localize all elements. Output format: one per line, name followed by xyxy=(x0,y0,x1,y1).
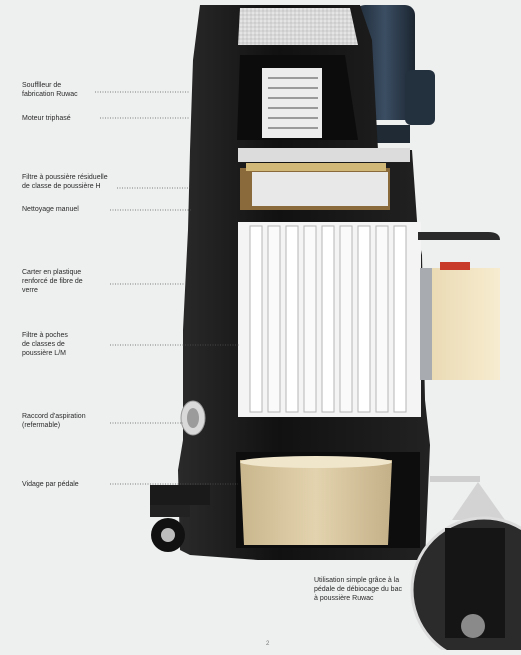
label-suction-inlet: Raccord d'aspiration(refermable) xyxy=(22,413,86,429)
side-box-part xyxy=(420,262,500,380)
wheel-part xyxy=(150,505,190,552)
label-motor: Moteur triphasé xyxy=(22,115,71,122)
blower-fins xyxy=(268,77,318,129)
leader-lines xyxy=(95,91,240,485)
handle-part xyxy=(418,232,500,240)
label-manual-cleaning: Nettoyage manuel xyxy=(22,206,79,213)
page-number: 2 xyxy=(266,641,270,647)
housing-part xyxy=(150,5,430,560)
label-pedal-emptying: Vidage par pédale xyxy=(22,481,79,488)
pedal-inset xyxy=(410,482,521,655)
pedal-part xyxy=(430,476,480,482)
bag-filter-plates xyxy=(249,225,407,413)
